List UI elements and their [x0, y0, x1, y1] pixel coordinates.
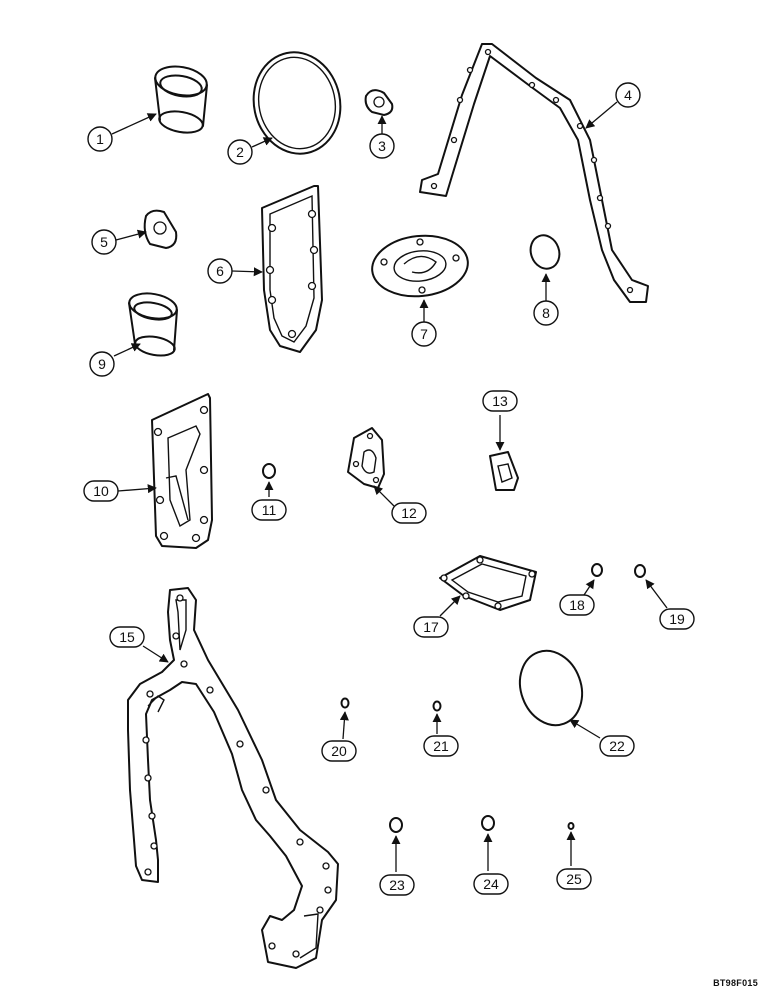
callout-19: 19 [659, 608, 695, 630]
part-2-o-ring [252, 51, 342, 155]
part-22-o-ring [518, 649, 584, 727]
callout-23: 23 [379, 874, 415, 896]
svg-text:19: 19 [669, 611, 685, 627]
part-25-o-ring [567, 822, 575, 830]
callout-5: 5 [91, 229, 117, 255]
part-11-o-ring [262, 463, 276, 479]
callout-2: 2 [227, 139, 253, 165]
figure-code: BT98F015 [713, 978, 758, 988]
part-12-gasket [347, 427, 385, 489]
part-3-gasket [364, 89, 394, 116]
svg-text:20: 20 [331, 743, 347, 759]
part-20-o-ring [340, 697, 350, 709]
callout-21: 21 [423, 735, 459, 757]
callout-7: 7 [411, 321, 437, 347]
svg-text:25: 25 [566, 871, 582, 887]
leader-lines [111, 101, 668, 872]
svg-text:11: 11 [262, 502, 277, 518]
callout-15: 15 [109, 626, 145, 648]
svg-text:18: 18 [569, 597, 585, 613]
callout-24: 24 [473, 873, 509, 895]
svg-text:21: 21 [433, 738, 449, 754]
part-13-gasket [489, 451, 519, 491]
svg-text:5: 5 [100, 234, 108, 250]
svg-text:13: 13 [492, 393, 508, 409]
callout-20: 20 [321, 740, 357, 762]
part-6-gasket [261, 185, 323, 353]
callout-17: 17 [413, 616, 449, 638]
part-8-o-ring [529, 234, 561, 270]
callout-13: 13 [482, 390, 518, 412]
svg-text:6: 6 [216, 263, 224, 279]
part-4-gasket [419, 43, 649, 303]
part-9-seal [128, 292, 178, 357]
callout-18: 18 [559, 594, 595, 616]
part-17-gasket [439, 555, 537, 611]
svg-text:3: 3 [378, 138, 386, 154]
part-10-gasket [151, 393, 213, 549]
callout-25: 25 [556, 868, 592, 890]
svg-text:15: 15 [119, 629, 135, 645]
callout-4: 4 [615, 82, 641, 108]
callout-11: 11 [251, 499, 287, 521]
callout-10: 10 [83, 480, 119, 502]
svg-text:23: 23 [389, 877, 405, 893]
svg-text:10: 10 [93, 483, 109, 499]
part-18-o-ring [591, 563, 603, 577]
svg-text:12: 12 [401, 505, 417, 521]
svg-text:22: 22 [609, 738, 625, 754]
svg-text:7: 7 [420, 326, 428, 342]
svg-text:9: 9 [98, 356, 106, 372]
part-21-o-ring [432, 700, 442, 712]
part-1-seal [154, 65, 208, 134]
callout-9: 9 [89, 351, 115, 377]
part-5-gasket [143, 209, 178, 249]
svg-text:2: 2 [236, 144, 244, 160]
callout-6: 6 [207, 258, 233, 284]
callout-3: 3 [369, 133, 395, 159]
svg-text:1: 1 [96, 131, 104, 147]
part-24-o-ring [481, 815, 495, 831]
part-19-o-ring [634, 564, 646, 578]
svg-text:4: 4 [624, 87, 632, 103]
part-7-gasket [371, 234, 469, 298]
callout-8: 8 [533, 300, 559, 326]
part-23-o-ring [389, 817, 403, 833]
part-15-gasket [127, 587, 339, 969]
callout-12: 12 [391, 502, 427, 524]
svg-text:24: 24 [483, 876, 499, 892]
callout-22: 22 [599, 735, 635, 757]
svg-text:8: 8 [542, 305, 550, 321]
callout-1: 1 [87, 126, 113, 152]
svg-text:17: 17 [423, 619, 439, 635]
